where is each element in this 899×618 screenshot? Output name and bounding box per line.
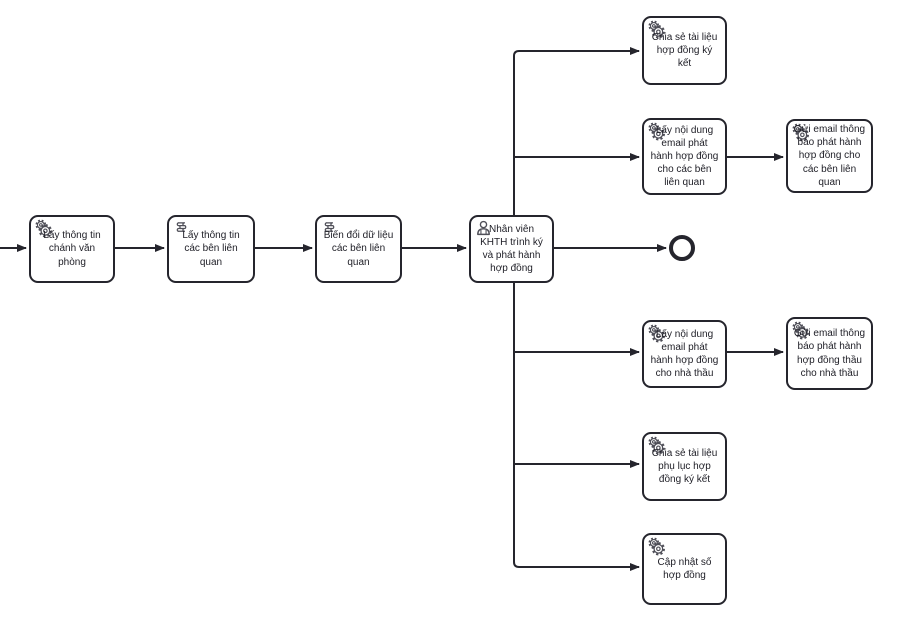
task-label: Biến đổi dữ liệu các bên liên quan: [323, 230, 394, 268]
task-get-stakeholder-info[interactable]: Lấy thông tin các bên liên quan: [167, 215, 255, 283]
task-get-email-content-stakeholders[interactable]: Lấy nội dung email phát hành hợp đồng ch…: [642, 118, 727, 195]
task-user-sign-and-publish[interactable]: Nhân viên KHTH trình ký và phát hành hợp…: [469, 215, 554, 283]
task-label: Lấy nội dung email phát hành hợp đồng ch…: [650, 124, 719, 189]
task-get-office-info[interactable]: Lấy thông tin chánh văn phòng: [29, 215, 115, 283]
task-share-contract-docs[interactable]: Chia sẻ tài liệu hợp đồng ký kết: [642, 16, 727, 85]
task-label: Gửi email thông báo phát hành hợp đồng c…: [793, 124, 866, 188]
task-label: Nhân viên KHTH trình ký và phát hành hợp…: [480, 223, 543, 275]
task-send-email-stakeholders[interactable]: Gửi email thông báo phát hành hợp đồng c…: [786, 119, 873, 193]
task-label: Gửi email thông báo phát hành hợp đồng t…: [793, 328, 866, 379]
task-label: Chia sẻ tài liệu phụ lục hợp đồng ký kết: [651, 447, 718, 486]
task-get-email-content-contractor[interactable]: Lấy nội dung email phát hành hợp đồng ch…: [642, 320, 727, 388]
task-label: Lấy thông tin chánh văn phòng: [43, 230, 101, 268]
task-transform-stakeholder-data[interactable]: Biến đổi dữ liệu các bên liên quan: [315, 215, 402, 283]
task-label: Chia sẻ tài liệu hợp đồng ký kết: [651, 31, 718, 70]
end-event-circle[interactable]: [669, 235, 695, 261]
task-send-email-contractor[interactable]: Gửi email thông báo phát hành hợp đồng t…: [786, 317, 873, 390]
task-update-contract-number[interactable]: Cập nhật số hợp đồng: [642, 533, 727, 605]
edge-down-to-update: [513, 283, 640, 571]
task-share-appendix-docs[interactable]: Chia sẻ tài liệu phụ lục hợp đồng ký kết: [642, 432, 727, 501]
task-label: Lấy nội dung email phát hành hợp đồng ch…: [650, 328, 719, 380]
task-label: Lấy thông tin các bên liên quan: [182, 230, 240, 268]
task-label: Cập nhật số hợp đồng: [657, 556, 712, 581]
edge-up-to-share-contract: [513, 47, 640, 215]
gears-icon: [646, 537, 668, 557]
